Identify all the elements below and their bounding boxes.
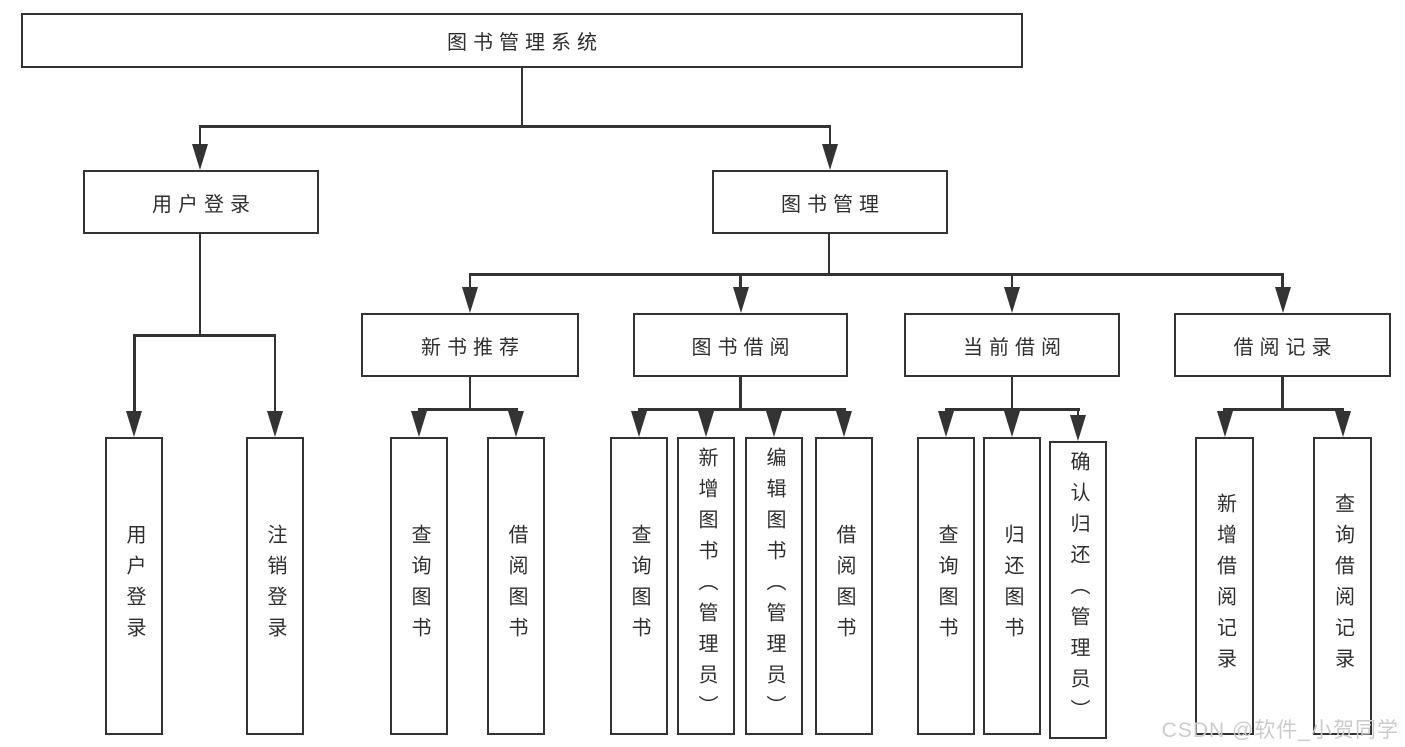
arrowhead-leaf-login xyxy=(126,411,143,437)
connector-current-borrowing-stem xyxy=(1010,377,1014,408)
node-book-borrowing: 图书借阅 xyxy=(633,313,848,377)
arrowhead-nb-borrow xyxy=(508,411,524,437)
leaf-newbook-borrow-book: 借阅图书 xyxy=(487,437,545,735)
connector-shaft-leaf-login xyxy=(133,334,136,414)
arrowhead-current-borrowing xyxy=(1004,287,1020,313)
leaf-current-return-book-label: 归还图书 xyxy=(1001,524,1023,648)
arrowhead-book-management xyxy=(822,144,838,170)
connector-new-book-stem xyxy=(468,377,472,408)
node-new-book-recommendation: 新书推荐 xyxy=(361,313,579,377)
leaf-current-confirm-return-admin-label: 确认归还（管理员） xyxy=(1067,450,1089,730)
arrowhead-bb-add xyxy=(698,411,714,437)
arrowhead-bb-borrow xyxy=(836,411,852,437)
connector-new-book-branch xyxy=(417,408,518,411)
arrowhead-nb-query xyxy=(411,411,427,437)
node-new-book-recommendation-label: 新书推荐 xyxy=(421,336,525,359)
node-borrowing-records-label: 借阅记录 xyxy=(1233,336,1338,359)
leaf-user-login-label: 用户登录 xyxy=(123,524,145,648)
connector-book-management-stem xyxy=(827,234,831,273)
connector-book-borrowing-stem xyxy=(739,377,742,408)
leaf-current-query-book-label: 查询图书 xyxy=(935,524,957,648)
connector-shaft-cb-confirm xyxy=(1076,408,1080,418)
node-borrowing-records: 借阅记录 xyxy=(1174,313,1391,377)
node-book-borrowing-label: 图书借阅 xyxy=(691,336,796,359)
leaf-logout-label: 注销登录 xyxy=(264,524,286,648)
arrowhead-br-add xyxy=(1216,411,1233,437)
leaf-logout: 注销登录 xyxy=(246,437,304,735)
leaf-newbook-query-book: 查询图书 xyxy=(390,437,448,735)
leaf-borrowing-query-book: 查询图书 xyxy=(610,437,668,735)
connector-shaft-new-book xyxy=(468,273,472,289)
leaf-user-login: 用户登录 xyxy=(105,437,163,735)
arrowhead-cb-query xyxy=(938,411,954,437)
connector-borrowing-records-branch xyxy=(1223,408,1345,411)
leaf-borrowing-add-book-admin: 新增图书（管理员） xyxy=(677,437,735,735)
connector-book-borrowing-branch xyxy=(637,408,846,411)
node-user-login: 用户登录 xyxy=(83,170,319,234)
arrowhead-borrowing-records xyxy=(1274,287,1291,313)
arrowhead-new-book xyxy=(462,287,478,313)
leaf-newbook-query-book-label: 查询图书 xyxy=(408,524,430,648)
leaf-newbook-borrow-book-label: 借阅图书 xyxy=(505,524,527,648)
leaf-borrowing-edit-book-admin: 编辑图书（管理员） xyxy=(745,437,803,735)
arrowhead-cb-return xyxy=(1004,411,1020,437)
leaf-borrowing-borrow-book: 借阅图书 xyxy=(815,437,873,735)
connector-shaft-book-borrowing xyxy=(739,273,742,289)
arrowhead-bb-query xyxy=(631,411,647,437)
arrowhead-br-query xyxy=(1334,411,1351,437)
watermark: CSDN @软件_小贺同学 xyxy=(1161,719,1399,742)
arrowhead-bb-edit xyxy=(766,411,782,437)
leaf-records-add-record: 新增借阅记录 xyxy=(1195,437,1254,735)
connector-root-stem xyxy=(520,68,524,125)
connector-level1-branch xyxy=(198,125,831,128)
leaf-records-add-record-label: 新增借阅记录 xyxy=(1213,493,1236,679)
connector-user-login-stem xyxy=(198,234,202,334)
leaf-records-query-record-label: 查询借阅记录 xyxy=(1331,493,1354,679)
arrowhead-leaf-logout xyxy=(266,411,283,437)
leaf-records-query-record: 查询借阅记录 xyxy=(1313,437,1372,735)
node-book-management-label: 图书管理 xyxy=(781,193,885,216)
connector-shaft-current-borrowing xyxy=(1010,273,1014,289)
connector-shaft-leaf-logout xyxy=(273,334,276,414)
leaf-borrowing-add-book-admin-label: 新增图书（管理员） xyxy=(695,446,717,726)
leaf-borrowing-borrow-book-label: 借阅图书 xyxy=(833,524,855,648)
connector-shaft-borrowing-records xyxy=(1281,273,1284,289)
connector-shaft-book-management xyxy=(828,125,832,147)
node-root-label: 图书管理系统 xyxy=(447,32,603,54)
arrowhead-book-borrowing xyxy=(732,287,749,313)
arrowhead-cb-confirm xyxy=(1070,415,1086,441)
leaf-current-confirm-return-admin: 确认归还（管理员） xyxy=(1049,441,1107,739)
leaf-borrowing-query-book-label: 查询图书 xyxy=(628,524,650,648)
connector-borrowing-records-stem xyxy=(1281,377,1284,408)
node-current-borrowing-label: 当前借阅 xyxy=(963,336,1067,359)
leaf-current-query-book: 查询图书 xyxy=(917,437,975,735)
connector-level2-branch xyxy=(468,273,1283,276)
node-user-login-label: 用户登录 xyxy=(152,193,256,216)
connector-user-login-branch xyxy=(133,334,276,337)
node-root: 图书管理系统 xyxy=(21,13,1023,68)
node-current-borrowing: 当前借阅 xyxy=(904,313,1120,377)
connector-shaft-user-login xyxy=(198,125,202,147)
arrowhead-user-login xyxy=(192,144,208,170)
node-book-management: 图书管理 xyxy=(712,170,948,234)
leaf-current-return-book: 归还图书 xyxy=(983,437,1041,735)
leaf-borrowing-edit-book-admin-label: 编辑图书（管理员） xyxy=(763,446,785,726)
